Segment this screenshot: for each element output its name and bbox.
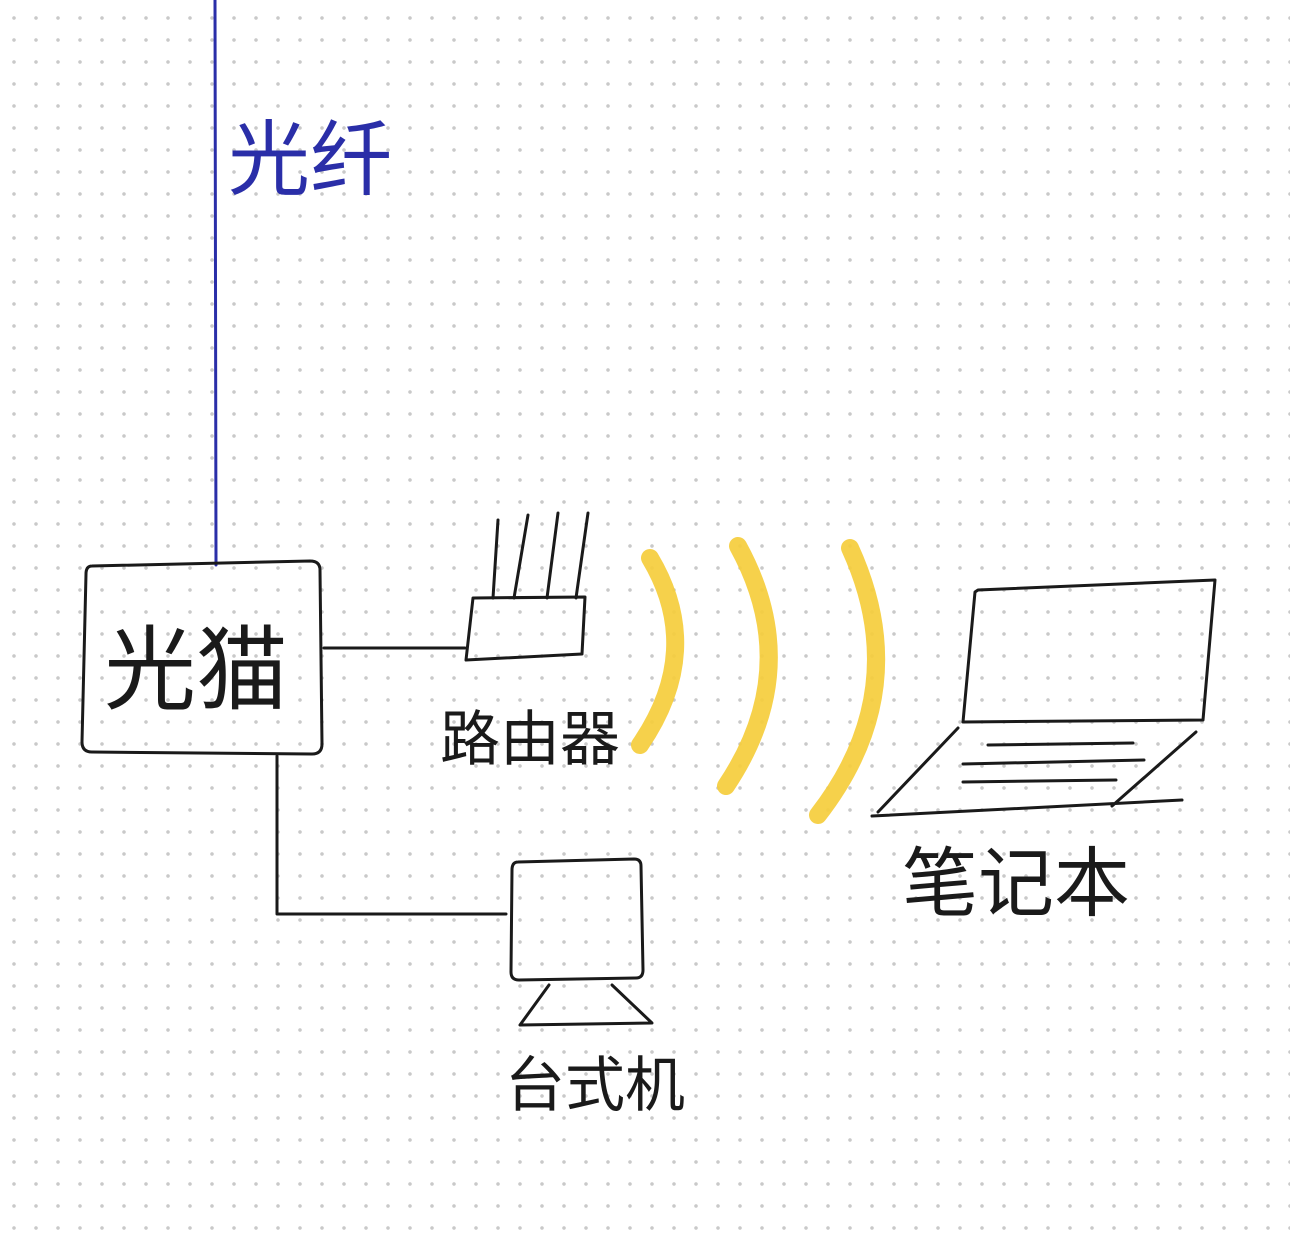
desktop-computer-icon bbox=[509, 857, 654, 1027]
modem-box-icon bbox=[80, 559, 324, 756]
fiber-label: 光纤 bbox=[228, 113, 392, 208]
router-label: 路由器 bbox=[440, 705, 620, 775]
modem-desktop-link bbox=[275, 754, 508, 916]
laptop-icon bbox=[870, 578, 1217, 818]
router-icon bbox=[464, 511, 590, 662]
modem-label: 光猫 bbox=[104, 617, 288, 724]
wifi-signal-icon bbox=[631, 537, 886, 824]
fiber-line bbox=[213, 0, 218, 567]
laptop-label: 笔记本 bbox=[902, 839, 1130, 928]
desktop-label: 台式机 bbox=[505, 1051, 685, 1121]
